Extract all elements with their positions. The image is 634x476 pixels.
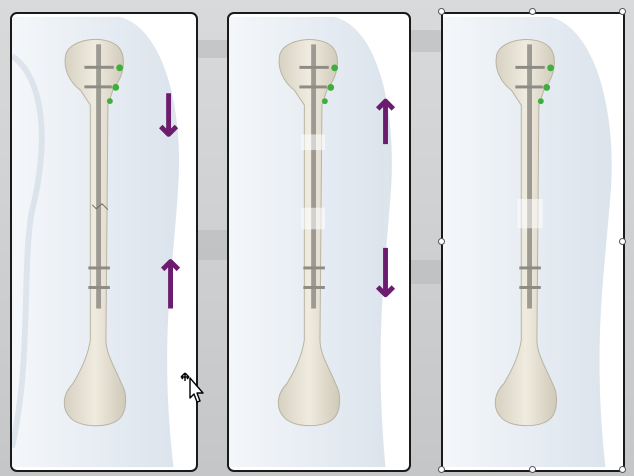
image-panel-compression[interactable] [10, 12, 198, 472]
healed-callus-region [517, 199, 542, 228]
resize-handle-top[interactable] [529, 8, 536, 15]
resize-handle-left[interactable] [438, 238, 445, 245]
resize-handle-bottom-left[interactable] [438, 466, 445, 473]
image-panel-healed[interactable] [441, 12, 625, 472]
background-shape [196, 230, 230, 260]
screw-head [116, 64, 123, 71]
resize-handle-bottom-right[interactable] [619, 466, 626, 473]
background-shape [410, 30, 442, 52]
image-panel-distraction[interactable] [227, 12, 411, 472]
background-shape [410, 260, 442, 284]
callus-region [301, 208, 324, 230]
resize-handle-right[interactable] [619, 238, 626, 245]
resize-handle-top-left[interactable] [438, 8, 445, 15]
move-arrow-cursor-icon [178, 366, 208, 406]
humerus-nail-illustration [12, 14, 196, 470]
humerus-nail-illustration [229, 14, 409, 470]
resize-handle-top-right[interactable] [619, 8, 626, 15]
callus-region [301, 134, 324, 150]
resize-handle-bottom[interactable] [529, 466, 536, 473]
screw-head [112, 84, 119, 91]
humerus-nail-illustration [443, 14, 623, 470]
background-shape [196, 40, 230, 58]
